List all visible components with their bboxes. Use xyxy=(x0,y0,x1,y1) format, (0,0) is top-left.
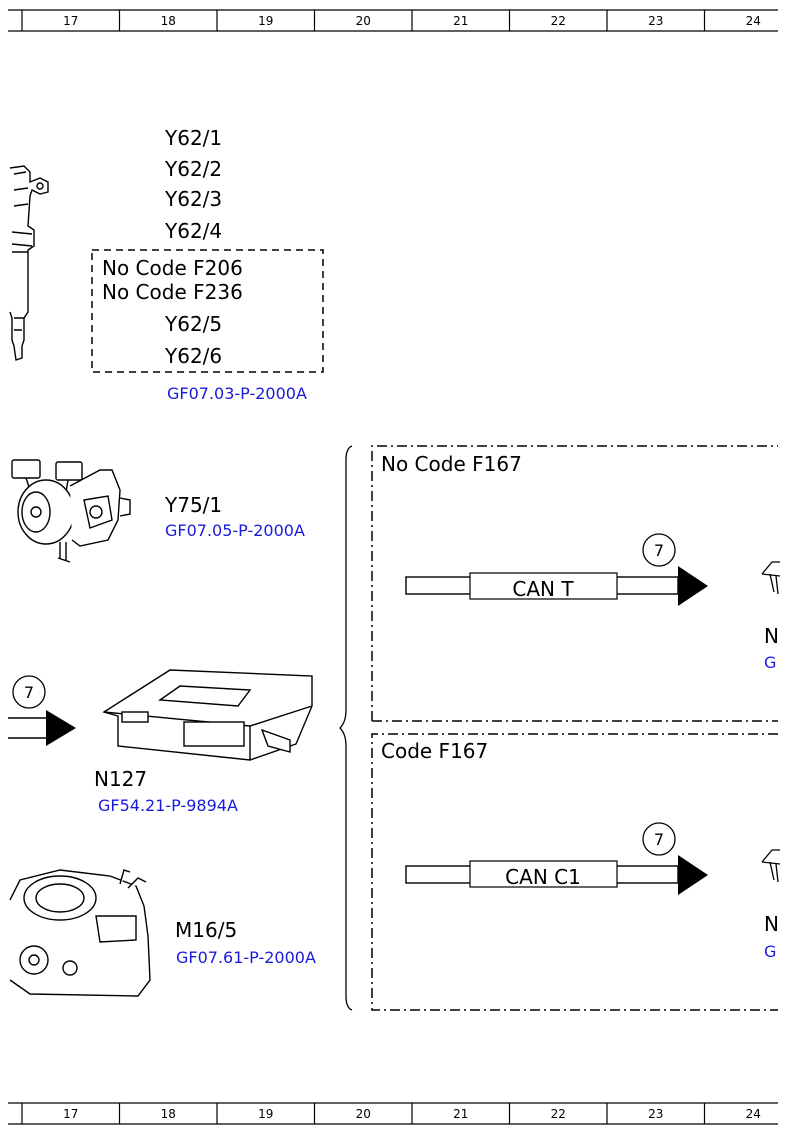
optional-code-f206: No Code F206 xyxy=(102,256,243,280)
bottom-ruler-column-number: 17 xyxy=(63,1107,78,1121)
bus-bottom-target-label: N xyxy=(764,912,779,936)
bus-top-label-box xyxy=(469,572,618,600)
top-ruler-column-number: 19 xyxy=(258,14,273,28)
injector-label-2: Y62/2 xyxy=(164,157,222,181)
top-ruler-column-number: 23 xyxy=(648,14,663,28)
bottom-ruler-column-number: 19 xyxy=(258,1107,273,1121)
control-unit-connector-number: 7 xyxy=(24,683,34,702)
bottom-ruler-column-number: 20 xyxy=(356,1107,371,1121)
top-ruler-column-number: 24 xyxy=(746,14,761,28)
top-ruler-column-number: 20 xyxy=(356,14,371,28)
bus-bottom-target-ref[interactable]: G xyxy=(764,942,776,961)
pump-label: Y75/1 xyxy=(164,493,222,517)
bottom-ruler-numbers: 17 18 19 20 21 22 23 24 xyxy=(63,1107,761,1121)
top-ruler-column-number: 18 xyxy=(161,14,176,28)
bus-top-frame xyxy=(371,445,778,721)
bus-bottom-target-icon xyxy=(761,849,781,883)
injector-label-1: Y62/1 xyxy=(164,126,222,150)
bus-bottom-code: Code F167 xyxy=(381,739,488,763)
bus-top-target-ref[interactable]: G xyxy=(764,653,776,672)
top-ruler: 17 18 19 20 21 22 23 24 xyxy=(8,9,778,32)
control-unit-connector-circle xyxy=(12,675,46,709)
injector-label-6: Y62/6 xyxy=(164,344,222,368)
bottom-ruler-column-number: 18 xyxy=(161,1107,176,1121)
control-unit-ref-link[interactable]: GF54.21-P-9894A xyxy=(98,796,238,815)
pump-ref-link[interactable]: GF07.05-P-2000A xyxy=(165,521,305,540)
pump-icon xyxy=(11,459,131,563)
bottom-ruler: 17 18 19 20 21 22 23 24 xyxy=(8,1102,778,1125)
bus-bottom-connector-number: 7 xyxy=(654,830,664,849)
optional-injector-box xyxy=(91,249,324,373)
grouping-brace xyxy=(339,445,353,1011)
bus-top-connector-circle xyxy=(642,533,676,567)
top-ruler-column-number: 17 xyxy=(63,14,78,28)
bottom-ruler-ticks xyxy=(21,1103,706,1124)
bottom-ruler-column-number: 21 xyxy=(453,1107,468,1121)
top-ruler-column-number: 22 xyxy=(551,14,566,28)
bus-top-connector-number: 7 xyxy=(654,541,664,560)
bus-top-code: No Code F167 xyxy=(381,452,522,476)
throttle-module-icon xyxy=(9,869,151,997)
control-unit-label: N127 xyxy=(94,767,147,791)
control-unit-icon xyxy=(102,669,313,761)
injector-ref-link[interactable]: GF07.03-P-2000A xyxy=(167,384,307,403)
top-ruler-column-number: 21 xyxy=(453,14,468,28)
bus-top-target-label: N xyxy=(764,624,779,648)
injector-icon xyxy=(9,165,49,361)
control-unit-incoming-arrow xyxy=(8,710,76,746)
module-ref-link[interactable]: GF07.61-P-2000A xyxy=(176,948,316,967)
bottom-ruler-column-number: 22 xyxy=(551,1107,566,1121)
bus-bottom-label-box xyxy=(469,860,618,888)
injector-label-5: Y62/5 xyxy=(164,312,222,336)
bus-bottom-frame xyxy=(371,733,778,1011)
bus-top-target-icon xyxy=(761,561,781,595)
optional-code-f236: No Code F236 xyxy=(102,280,243,304)
top-ruler-ticks xyxy=(21,10,706,31)
bus-top-name: CAN T xyxy=(512,577,574,601)
bottom-ruler-column-number: 23 xyxy=(648,1107,663,1121)
module-label: M16/5 xyxy=(175,918,237,942)
bus-bottom-name: CAN C1 xyxy=(505,865,581,889)
injector-label-3: Y62/3 xyxy=(164,187,222,211)
injector-label-4: Y62/4 xyxy=(164,219,222,243)
top-ruler-numbers: 17 18 19 20 21 22 23 24 xyxy=(63,14,761,28)
bottom-ruler-column-number: 24 xyxy=(746,1107,761,1121)
bus-bottom-connector-circle xyxy=(642,822,676,856)
